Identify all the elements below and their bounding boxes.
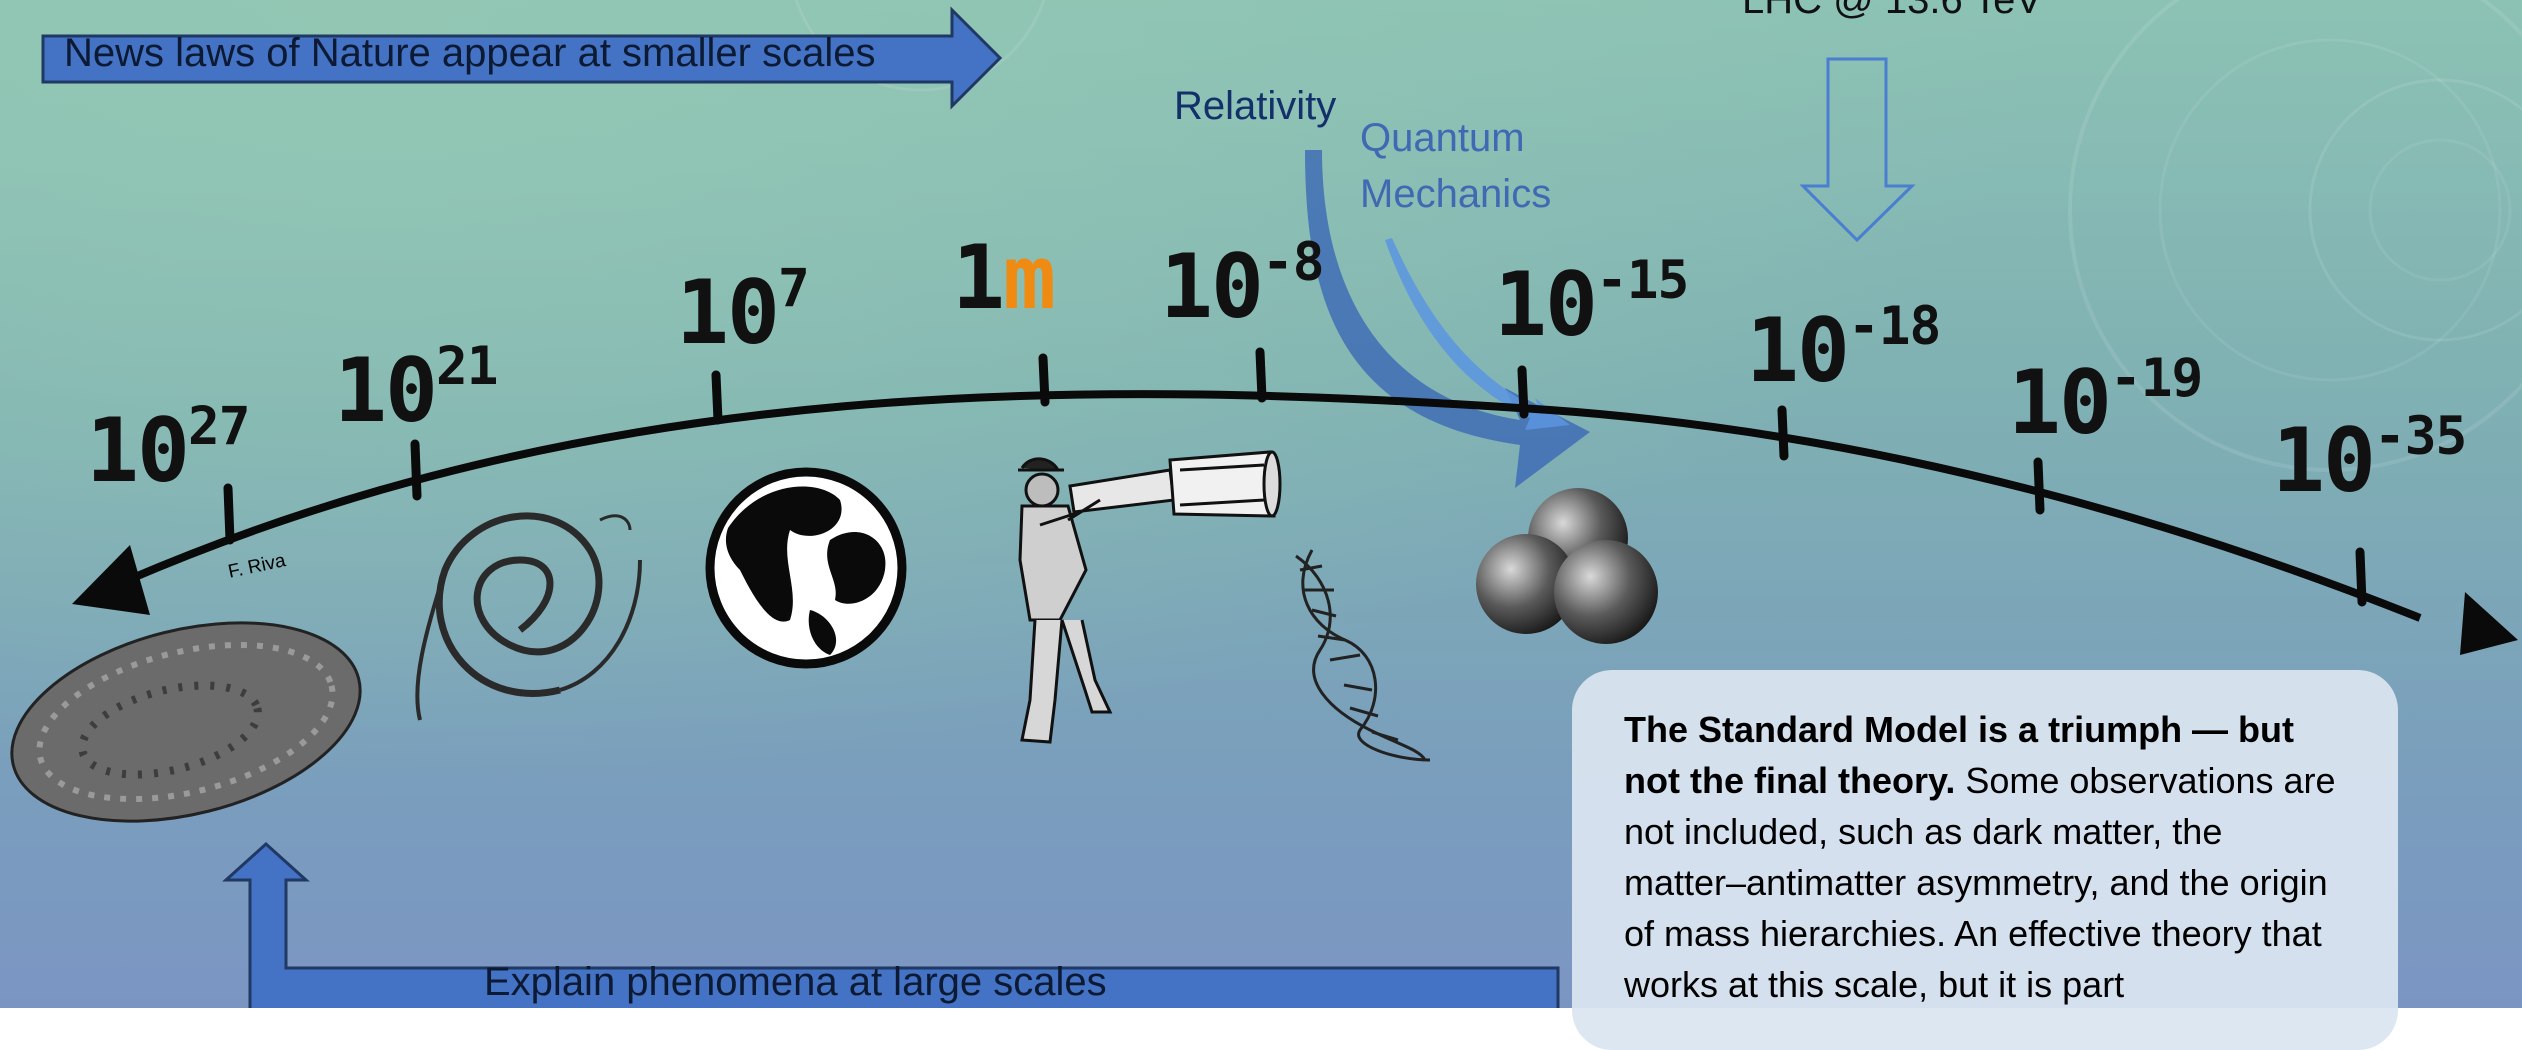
relativity-label: Relativity <box>1174 84 1337 128</box>
earth-icon <box>705 467 907 669</box>
galaxy-icon <box>415 512 642 721</box>
scale-label-1e-15: 10-15 <box>1494 250 1689 356</box>
universe-icon <box>10 621 362 823</box>
scale-label-1e27: 1027 <box>86 396 251 502</box>
scale-axis <box>72 347 2518 655</box>
scale-axis-line <box>103 390 2422 622</box>
info-box-body: Some observations are not included, such… <box>1624 760 2336 1005</box>
lhc-down-arrow <box>1800 57 1916 243</box>
illustrations <box>10 450 1658 823</box>
scale-label-1e-8: 10-8 <box>1160 232 1325 338</box>
scale-label-1e21: 1021 <box>334 336 499 442</box>
top-arrow-label: News laws of Nature appear at smaller sc… <box>64 31 876 75</box>
scale-label-1e7: 107 <box>676 258 810 364</box>
axis-right-arrowhead <box>2460 592 2518 655</box>
scale-label-1e-19: 10-19 <box>2008 348 2203 454</box>
standard-model-info-box: The Standard Model is a triumph — but no… <box>1572 670 2398 1050</box>
axis-ticks <box>223 347 2367 607</box>
scale-label-1e-35: 10-35 <box>2272 406 2467 512</box>
scale-label-1m: 1m <box>952 226 1056 329</box>
decorative-dials <box>0 0 2522 1008</box>
scale-label-1e-18: 10-18 <box>1746 296 1941 402</box>
nucleus-icon <box>1476 488 1658 644</box>
top-arrow <box>41 6 1003 110</box>
dna-icon <box>1295 549 1431 762</box>
info-box-headline: The Standard Model is a triumph — but no… <box>1624 709 2295 801</box>
explorer-icon <box>1018 450 1282 744</box>
lhc-label: LHC @ 13.6 TeV <box>1742 0 2043 22</box>
bottom-arrow-label: Explain phenomena at large scales <box>484 960 1107 1004</box>
bottom-arrow <box>222 841 1560 1008</box>
axis-left-arrowhead <box>72 545 150 615</box>
quantum-mechanics-label: Quantum Mechanics <box>1360 116 1552 216</box>
